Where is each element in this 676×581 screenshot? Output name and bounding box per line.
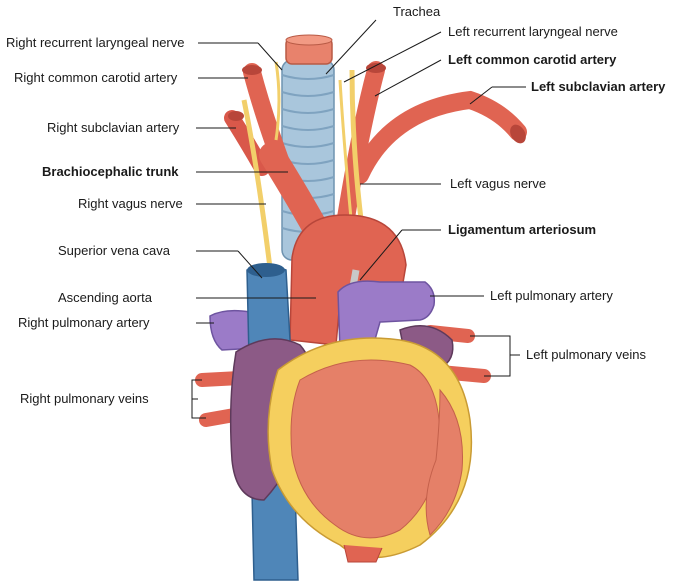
label-right-pulmonary-artery: Right pulmonary artery (18, 315, 150, 330)
right-vagus-nerve (241, 99, 273, 269)
label-right-pulmonary-veins: Right pulmonary veins (20, 391, 149, 406)
label-right-vagus-nerve: Right vagus nerve (78, 196, 183, 211)
aortic-arch (289, 214, 407, 346)
label-left-common-carotid-artery: Left common carotid artery (448, 52, 617, 67)
right-recurrent-laryngeal-nerve (274, 61, 281, 141)
left-common-carotid-artery (335, 61, 385, 239)
label-left-pulmonary-veins: Left pulmonary veins (526, 347, 646, 362)
label-left-recurrent-laryngeal-nerve: Left recurrent laryngeal nerve (448, 24, 618, 39)
label-superior-vena-cava: Superior vena cava (58, 243, 171, 258)
leader-lines (191, 19, 526, 419)
label-ligamentum-arteriosum: Ligamentum arteriosum (448, 222, 597, 237)
left-ventricle-muscle (425, 388, 463, 536)
label-trachea: Trachea (393, 4, 441, 19)
left-subclavian-artery (351, 90, 527, 184)
label-left-pulmonary-artery: Left pulmonary artery (490, 288, 613, 303)
label-left-vagus-nerve: Left vagus nerve (450, 176, 547, 191)
right-subclavian-artery (224, 110, 270, 176)
label-right-recurrent-laryngeal-nerve: Right recurrent laryngeal nerve (6, 35, 185, 50)
label-brachiocephalic-trunk: Brachiocephalic trunk (42, 164, 179, 179)
label-right-subclavian-artery: Right subclavian artery (47, 120, 180, 135)
label-right-common-carotid-artery: Right common carotid artery (14, 70, 178, 85)
label-left-subclavian-artery: Left subclavian artery (531, 79, 666, 94)
ventricle-muscle (290, 359, 441, 539)
label-ascending-aorta: Ascending aorta (58, 290, 152, 305)
